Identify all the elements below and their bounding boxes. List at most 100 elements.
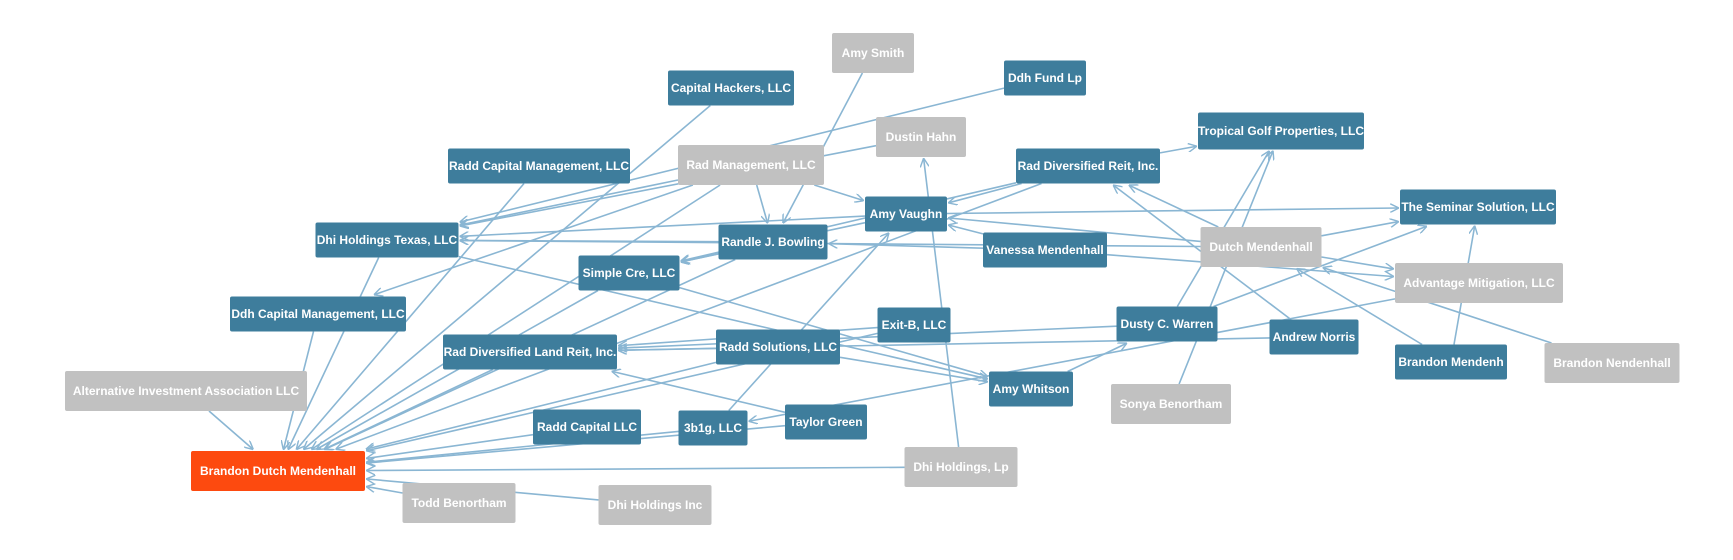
node-rad-diversified-reit[interactable]: Rad Diversified Reit, Inc. bbox=[1016, 148, 1160, 184]
edge-3b1g-to-amy-vaughn bbox=[728, 234, 889, 412]
node-box bbox=[668, 70, 794, 106]
node-label: Advantage Mitigation, LLC bbox=[1403, 276, 1555, 290]
node-ddh-capital-mgmt[interactable]: Ddh Capital Management, LLC bbox=[230, 296, 406, 332]
node-taylor-green[interactable]: Taylor Green bbox=[785, 404, 867, 440]
node-label: Rad Diversified Reit, Inc. bbox=[1018, 159, 1159, 173]
node-label: Ddh Fund Lp bbox=[1008, 71, 1082, 85]
edge-vanessa-mendenhall-to-amy-vaughn bbox=[949, 225, 984, 235]
node-advantage-mitigation[interactable]: Advantage Mitigation, LLC bbox=[1395, 263, 1563, 303]
node-label: Amy Smith bbox=[842, 46, 905, 60]
node-alt-investment[interactable]: Alternative Investment Association LLC bbox=[65, 371, 307, 411]
node-radd-capital[interactable]: Radd Capital LLC bbox=[533, 409, 641, 445]
node-box bbox=[716, 329, 840, 365]
edge-dutch-mendenhall-to-rad-diversified-reit bbox=[1130, 186, 1219, 228]
node-dhi-holdings-inc[interactable]: Dhi Holdings Inc bbox=[598, 485, 712, 525]
node-brandon-nendenhall[interactable]: Brandon Nendenhall bbox=[1544, 343, 1680, 383]
node-label: Radd Capital Management, LLC bbox=[449, 159, 629, 173]
node-exit-b[interactable]: Exit-B, LLC bbox=[877, 307, 951, 343]
node-box bbox=[865, 196, 947, 232]
edge-rad-management-to-randle-bowling bbox=[755, 184, 768, 223]
node-randle-bowling[interactable]: Randle J. Bowling bbox=[718, 224, 828, 260]
edge-randle-bowling-to-dhi-holdings-texas bbox=[461, 240, 719, 241]
node-todd-benortham[interactable]: Todd Benortham bbox=[402, 483, 516, 523]
node-sonya-benortham[interactable]: Sonya Benortham bbox=[1111, 384, 1231, 424]
node-seminar-solution[interactable]: The Seminar Solution, LLC bbox=[1400, 189, 1556, 225]
node-label: Dusty C. Warren bbox=[1121, 317, 1214, 331]
node-dhi-holdings-texas[interactable]: Dhi Holdings Texas, LLC bbox=[315, 222, 459, 258]
node-box bbox=[1395, 344, 1507, 380]
node-3b1g[interactable]: 3b1g, LLC bbox=[678, 410, 748, 446]
node-box bbox=[1395, 263, 1563, 303]
edge-capital-hackers-to-brandon-dutch bbox=[304, 104, 711, 450]
node-label: Tropical Golf Properties, LLC bbox=[1198, 124, 1364, 138]
edge-rad-diversified-reit-to-tropical-golf bbox=[1159, 146, 1196, 154]
node-box bbox=[989, 371, 1073, 407]
node-box bbox=[832, 33, 914, 73]
node-amy-vaughn[interactable]: Amy Vaughn bbox=[865, 196, 947, 232]
node-label: Simple Cre, LLC bbox=[583, 266, 676, 280]
edge-rad-diversified-reit-to-amy-vaughn bbox=[949, 182, 1022, 203]
node-box bbox=[718, 224, 828, 260]
node-label: Brandon Dutch Mendenhall bbox=[200, 464, 356, 478]
node-dustin-hahn[interactable]: Dustin Hahn bbox=[876, 117, 966, 157]
edge-brandon-nendenhall-to-dutch-mendenhall bbox=[1324, 268, 1552, 344]
node-label: Capital Hackers, LLC bbox=[671, 81, 791, 95]
edge-radd-solutions-to-brandon-dutch bbox=[367, 361, 717, 449]
node-box bbox=[533, 409, 641, 445]
node-label: The Seminar Solution, LLC bbox=[1401, 200, 1555, 214]
node-dhi-holdings-lp[interactable]: Dhi Holdings, Lp bbox=[904, 447, 1018, 487]
node-radd-solutions[interactable]: Radd Solutions, LLC bbox=[716, 329, 840, 365]
node-label: Alternative Investment Association LLC bbox=[73, 384, 300, 398]
edge-amy-whitson-to-dusty-warren bbox=[1067, 344, 1127, 373]
node-label: Exit-B, LLC bbox=[882, 318, 947, 332]
edge-dutch-mendenhall-to-seminar-solution bbox=[1321, 222, 1399, 237]
node-vanessa-mendenhall[interactable]: Vanessa Mendenhall bbox=[983, 232, 1107, 268]
node-label: Amy Vaughn bbox=[870, 207, 943, 221]
edge-radd-solutions-to-rad-land-reit bbox=[619, 348, 717, 350]
node-label: Dhi Holdings Inc bbox=[608, 498, 703, 512]
node-box bbox=[315, 222, 459, 258]
node-box bbox=[1200, 227, 1322, 267]
node-box bbox=[402, 483, 516, 523]
node-label: Todd Benortham bbox=[411, 496, 506, 510]
edge-rad-management-to-dhi-holdings-texas bbox=[461, 179, 679, 225]
node-label: Taylor Green bbox=[789, 415, 862, 429]
node-label: Andrew Norris bbox=[1273, 330, 1356, 344]
node-label: Amy Whitson bbox=[993, 382, 1070, 396]
node-box bbox=[578, 255, 680, 291]
node-dutch-mendenhall[interactable]: Dutch Mendenhall bbox=[1200, 227, 1322, 267]
node-amy-whitson[interactable]: Amy Whitson bbox=[989, 371, 1073, 407]
node-box bbox=[678, 145, 824, 185]
node-capital-hackers[interactable]: Capital Hackers, LLC bbox=[668, 70, 794, 106]
node-amy-smith[interactable]: Amy Smith bbox=[832, 33, 914, 73]
edge-sonya-benortham-to-tropical-golf bbox=[1178, 152, 1273, 385]
edge-amy-vaughn-to-seminar-solution bbox=[946, 208, 1398, 215]
node-dusty-warren[interactable]: Dusty C. Warren bbox=[1116, 306, 1218, 342]
edge-vanessa-mendenhall-to-randle-bowling bbox=[830, 244, 984, 249]
node-label: Radd Solutions, LLC bbox=[719, 340, 837, 354]
node-rad-management[interactable]: Rad Management, LLC bbox=[678, 145, 824, 185]
edge-radd-solutions-to-amy-whitson bbox=[839, 356, 987, 381]
node-ddh-fund[interactable]: Ddh Fund Lp bbox=[1004, 60, 1086, 96]
node-tropical-golf[interactable]: Tropical Golf Properties, LLC bbox=[1198, 112, 1364, 150]
node-box bbox=[230, 296, 406, 332]
node-simple-cre[interactable]: Simple Cre, LLC bbox=[578, 255, 680, 291]
node-label: Randle J. Bowling bbox=[721, 235, 824, 249]
edge-dhi-holdings-texas-to-amy-whitson bbox=[458, 255, 988, 379]
node-label: Dhi Holdings Texas, LLC bbox=[317, 233, 458, 247]
edge-taylor-green-to-rad-land-reit bbox=[613, 372, 786, 414]
node-andrew-norris[interactable]: Andrew Norris bbox=[1269, 319, 1359, 355]
node-box bbox=[1400, 189, 1556, 225]
edge-dhi-holdings-texas-to-brandon-dutch bbox=[288, 257, 380, 450]
node-label: Rad Diversified Land Reit, Inc. bbox=[444, 345, 617, 359]
edge-todd-benortham-to-brandon-dutch bbox=[367, 487, 403, 494]
node-rad-land-reit[interactable]: Rad Diversified Land Reit, Inc. bbox=[443, 334, 617, 370]
node-radd-capital-mgmt[interactable]: Radd Capital Management, LLC bbox=[448, 148, 630, 184]
node-label: Vanessa Mendenhall bbox=[986, 243, 1103, 257]
node-brandon-dutch[interactable]: Brandon Dutch Mendenhall bbox=[191, 451, 365, 491]
node-box bbox=[983, 232, 1107, 268]
node-label: Dutch Mendenhall bbox=[1209, 240, 1312, 254]
node-brandon-mendenh[interactable]: Brandon Mendenh bbox=[1395, 344, 1507, 380]
edge-dhi-holdings-lp-to-brandon-dutch bbox=[367, 467, 905, 470]
